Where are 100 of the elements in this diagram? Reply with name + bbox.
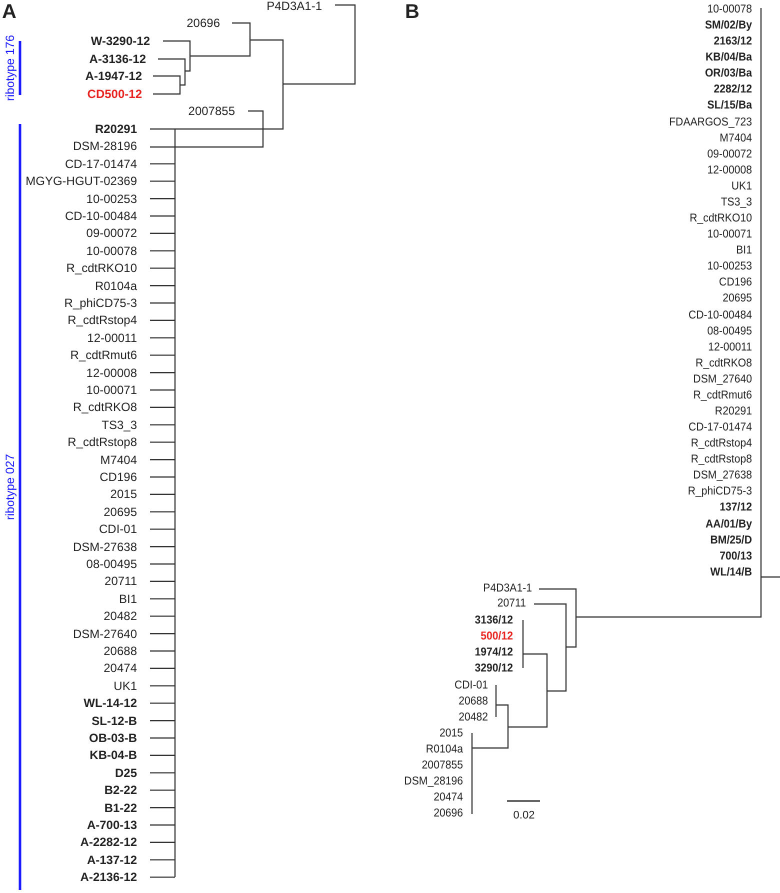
taxon-label: 20695 [722, 294, 752, 306]
taxon-label: 09-00072 [707, 148, 752, 160]
taxon-label: 08-00495 [86, 558, 137, 570]
taxon-label: 500/12 [480, 631, 513, 643]
taxon-label: M7404 [720, 132, 752, 144]
taxon-label: R_cdtRmut6 [693, 390, 752, 402]
taxon-label: BI1 [118, 592, 137, 605]
taxon-label: BM/25/D [710, 534, 752, 546]
taxon-label: 20688 [458, 696, 488, 708]
taxon-label: R0104a [94, 280, 137, 292]
taxon-label: 08-00495 [707, 326, 752, 338]
taxon-label: R_cdtRstop8 [68, 436, 137, 448]
taxon-label: UK1 [114, 680, 137, 692]
taxon-label: 2015 [439, 728, 463, 740]
taxon-label: R_cdtRstop8 [690, 454, 752, 466]
clade-label: ribotype 027 [4, 454, 16, 520]
taxon-label: 10-00078 [86, 244, 137, 257]
taxon-label: 2007855 [188, 105, 235, 117]
taxon-label: R0104a [426, 744, 463, 756]
taxon-label: P4D3A1-1 [483, 583, 532, 595]
taxon-label: 20711 [497, 598, 526, 610]
taxon-label: R_phiCD75-3 [688, 486, 752, 498]
taxon-label: P4D3A1-1 [266, 0, 322, 12]
taxon-label: R_cdtRmut6 [70, 349, 137, 362]
taxon-label: 20711 [104, 575, 137, 588]
taxon-label: OR/03/Ba [704, 68, 752, 80]
taxon-label: 2282/12 [714, 84, 752, 96]
taxon-label: 12-00011 [87, 332, 137, 344]
taxon-label: CDI-01 [454, 680, 488, 692]
taxon-label: R20291 [94, 123, 137, 135]
taxon-label: CD-17-01474 [688, 422, 752, 434]
taxon-label: 3136/12 [474, 615, 513, 627]
taxon-label: R_cdtRstop4 [690, 438, 752, 450]
taxon-label: 20696 [434, 808, 463, 820]
taxon-label: MGYG-HGUT-02369 [26, 175, 137, 188]
taxon-label: KB-04-B [90, 749, 137, 762]
taxon-label: SL-12-B [92, 714, 137, 727]
taxon-label: 700/13 [720, 550, 752, 562]
taxon-label: 12-00008 [86, 366, 137, 379]
taxon-label: WL/14/B [710, 567, 752, 579]
taxon-label: A-3136-12 [89, 53, 146, 65]
taxon-label: 20482 [458, 712, 488, 724]
taxon-label: CD196 [100, 471, 137, 483]
taxon-label: DSM_27638 [693, 470, 752, 482]
taxon-label: 12-00008 [707, 165, 752, 177]
taxon-label: 2163/12 [714, 36, 752, 48]
taxon-label: 137/12 [720, 502, 752, 514]
taxon-label: 09-00072 [86, 227, 137, 240]
taxon-label: R20291 [714, 406, 752, 418]
taxon-label: 2007855 [422, 760, 463, 772]
taxon-label: TS3_3 [102, 418, 137, 431]
taxon-label: A-137-12 [86, 854, 137, 866]
taxon-label: FDAARGOS_723 [669, 116, 752, 128]
taxon-label: KB/04/Ba [706, 52, 752, 64]
taxon-label: B1-22 [104, 802, 137, 814]
taxon-label: R_cdtRKO8 [696, 358, 752, 370]
taxon-label: SM/02/By [704, 20, 752, 32]
taxon-label: 12-00011 [708, 342, 752, 354]
taxon-label: 10-00253 [86, 192, 137, 205]
taxon-label: 20696 [186, 17, 220, 29]
taxon-label: DSM_27640 [693, 374, 752, 386]
taxon-label: BI1 [736, 245, 752, 257]
taxon-label: A-1947-12 [85, 70, 142, 82]
taxon-label: DSM-27638 [72, 540, 137, 553]
panel-letter: A [2, 2, 16, 22]
taxon-label: 10-00078 [707, 4, 752, 16]
taxon-label: AA/01/By [706, 518, 752, 530]
taxon-label: A-700-13 [86, 819, 137, 831]
taxon-label: CDI-01 [98, 523, 137, 536]
taxon-label: D25 [114, 766, 137, 779]
taxon-label: R_phiCD75-3 [64, 297, 137, 309]
panel-letter: B [405, 2, 420, 22]
taxon-label: CD500-12 [87, 88, 142, 100]
taxon-label: DSM-27640 [72, 628, 137, 640]
taxon-label: 20474 [104, 662, 137, 674]
taxon-label: 20695 [104, 506, 137, 518]
taxon-label: 10-00071 [86, 384, 137, 396]
taxon-label: 20688 [104, 645, 137, 657]
taxon-label: TS3_3 [720, 197, 752, 209]
taxon-label: B2-22 [104, 784, 137, 796]
taxon-label: R_cdtRKO8 [72, 401, 137, 414]
taxon-label: 20482 [104, 610, 137, 622]
taxon-label: W-3290-12 [90, 35, 150, 47]
taxon-label: R_cdtRKO10 [690, 213, 752, 225]
taxon-label: M7404 [100, 454, 137, 466]
taxon-label: SL/15/Ba [707, 100, 752, 112]
taxon-label: CD196 [719, 278, 752, 290]
taxon-label: DSM_28196 [404, 776, 463, 788]
taxon-label: R_cdtRKO10 [66, 262, 137, 274]
scale-label: 0.02 [513, 810, 535, 822]
taxon-label: 10-00071 [707, 229, 752, 241]
taxon-label: UK1 [731, 181, 752, 193]
taxon-label: A-2136-12 [80, 871, 137, 884]
taxon-label: DSM-28196 [72, 140, 137, 152]
taxon-label: OB-03-B [88, 732, 137, 744]
clade-label: ribotype 176 [4, 34, 16, 102]
taxon-label: 10-00253 [707, 262, 752, 274]
taxon-label: 1974/12 [474, 647, 513, 659]
taxon-label: WL-14-12 [84, 697, 137, 710]
taxon-label: 20474 [434, 792, 463, 804]
